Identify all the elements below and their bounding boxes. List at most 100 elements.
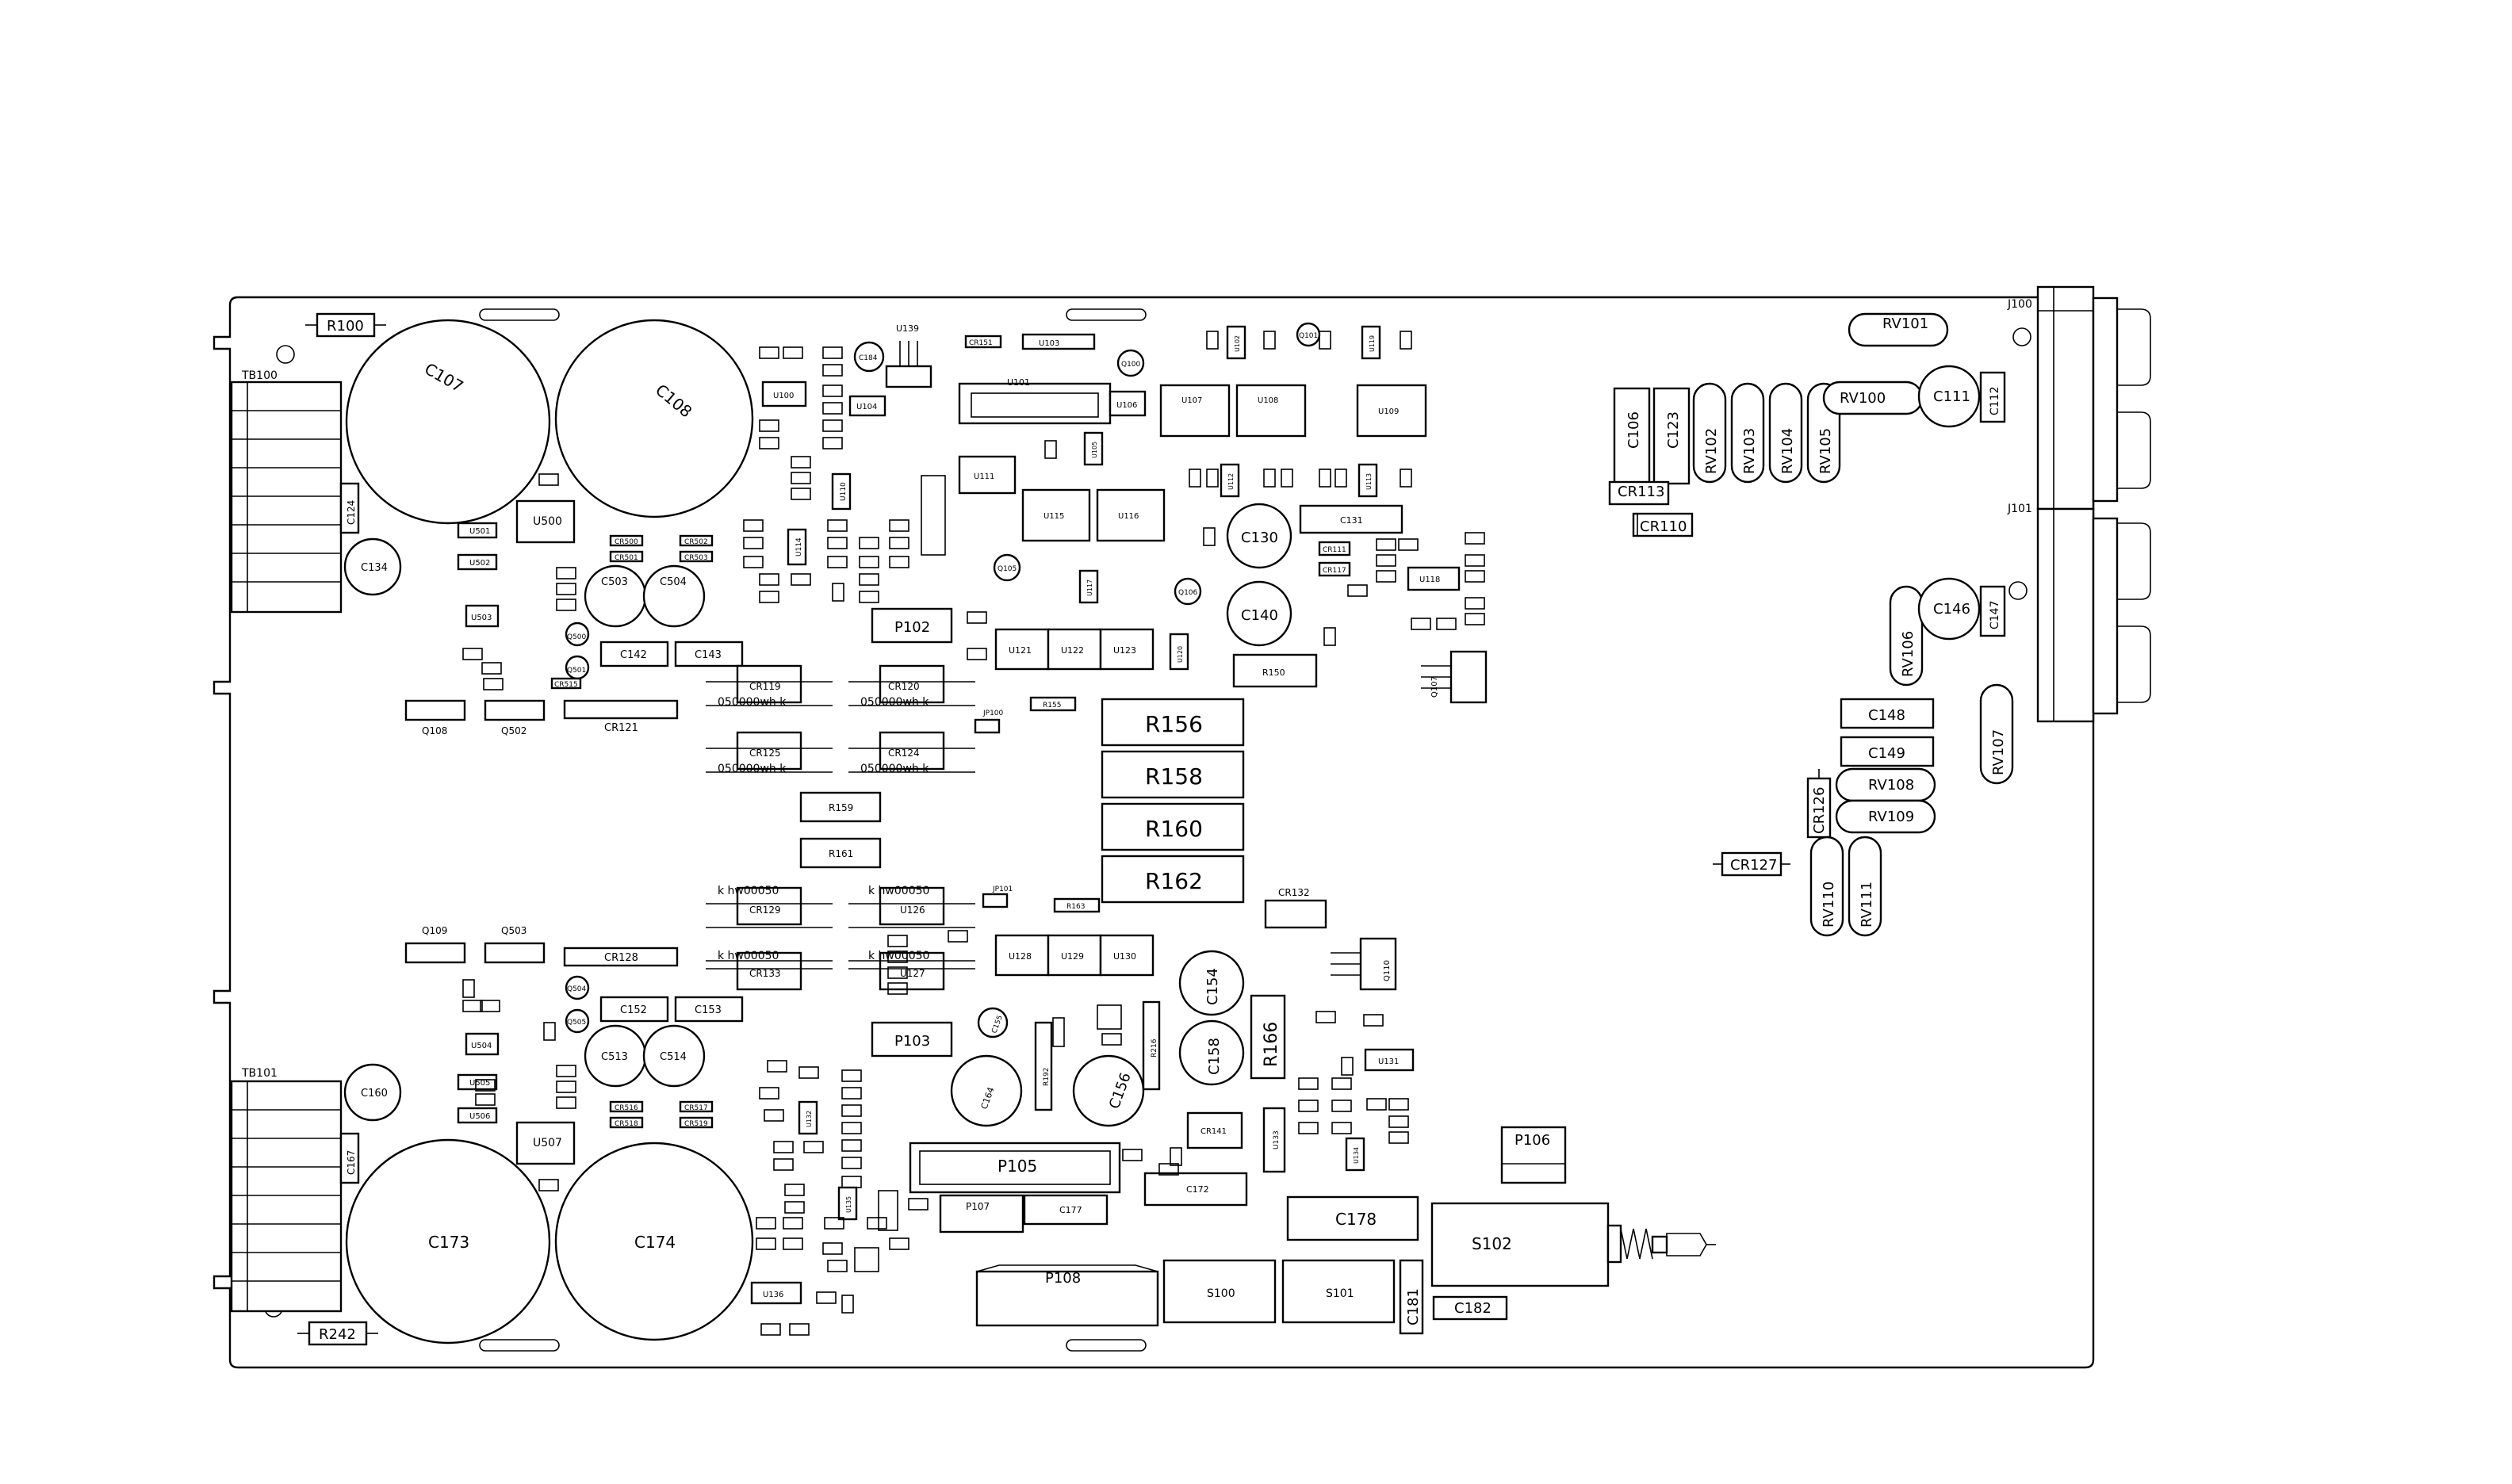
resistor-r161 [799,837,882,869]
trimmer-rv107: RV107 [1979,683,2014,785]
trimmer-rv104: RV104 [1768,382,1803,484]
transistor-q109 [404,942,466,964]
svg-text:CR502: CR502 [684,538,708,546]
svg-text:050000wh k: 050000wh k [860,763,929,775]
svg-text:CR133: CR133 [749,968,781,979]
svg-text:C177: C177 [1059,1205,1082,1215]
svg-text:U111: U111 [974,472,994,481]
svg-text:C148: C148 [1868,707,1905,724]
svg-text:Q106: Q106 [1178,589,1198,597]
ic-u122 [1047,628,1102,671]
capacitor-c130 [1226,503,1292,569]
trimmer-rv106: RV106 [1889,585,1924,687]
capacitor-c123 [1652,387,1691,485]
svg-text:C106: C106 [1626,411,1642,449]
transistor-q107: Q107 [1421,650,1488,704]
svg-text:C154: C154 [1204,968,1221,1005]
resistor-r162: R162 [1101,855,1245,904]
svg-text:C149: C149 [1868,745,1905,762]
diode-cr501: CR501 [609,550,644,563]
svg-text:C158: C158 [1206,1038,1223,1075]
svg-text:RV102: RV102 [1703,428,1720,474]
diode-cr503: CR503 [679,550,714,563]
svg-text:J101: J101 [2007,503,2032,515]
svg-text:S101: S101 [1326,1287,1354,1300]
capacitor-c152 [599,996,669,1023]
capacitor-c167 [339,1132,360,1184]
svg-text:050000wh k: 050000wh k [718,696,787,709]
svg-text:CR518: CR518 [615,1120,638,1128]
svg-text:U108: U108 [1258,396,1278,405]
svg-text:U105: U105 [1091,442,1098,458]
svg-text:U139: U139 [896,323,919,334]
svg-text:C514: C514 [660,1051,687,1063]
svg-text:RV108: RV108 [1868,777,1914,794]
capacitor-c177 [1023,1194,1109,1226]
svg-text:CR126: CR126 [1811,787,1828,834]
transistor-q502 [484,699,546,721]
svg-text:Q504: Q504 [567,985,587,993]
svg-text:RV100: RV100 [1840,390,1886,407]
transistor-q503 [484,942,546,964]
ic-u502 [457,553,498,571]
diode-block-cr129: k hw00050 CR129 [706,885,833,928]
trimmer-rv110: RV110 [1809,836,1844,937]
transistor-q504 [565,975,590,1000]
svg-text:C143: C143 [695,649,722,661]
capacitor-c173: C173 [345,1138,551,1344]
capacitor-c184 [853,341,885,373]
capacitor-c174: C174 [554,1142,754,1341]
svg-text:k hw00050: k hw00050 [718,950,779,962]
capacitor-c514 [642,1024,706,1088]
svg-text:C146: C146 [1933,601,1970,618]
capacitor-c164 [950,1054,1023,1127]
capacitor-c172 [1143,1172,1248,1207]
svg-text:Q500: Q500 [567,633,587,641]
resistor-r156: R156 [1101,698,1245,747]
resistor-r216 [1142,1000,1161,1091]
connector-p105: P105 [909,1142,1121,1194]
diode-cr500: CR500 [609,534,644,547]
switch-s101 [1281,1259,1396,1324]
slot-bottom-left [479,1339,560,1352]
capacitor-c178 [1286,1195,1419,1241]
ic-u114 [787,528,807,566]
diode-cr132 [1264,899,1327,929]
resistor-r150 [1232,653,1318,688]
svg-text:CR132: CR132 [1278,887,1310,898]
svg-text:U120: U120 [1177,646,1184,663]
capacitor-c149 [1840,736,1935,767]
capacitor-c160 [343,1063,402,1122]
switch-s100 [1162,1259,1277,1324]
svg-text:U131: U131 [1378,1058,1399,1066]
ic-u121 [994,628,1050,671]
svg-text:C134: C134 [361,562,388,574]
svg-text:CR120: CR120 [888,681,920,692]
svg-text:U110: U110 [840,482,848,501]
diode-block-u127: k hw00050 U127 [848,950,975,991]
svg-text:R216: R216 [1151,1038,1158,1058]
ic-u131 [1364,1048,1415,1072]
svg-text:U130: U130 [1113,951,1136,962]
capacitor-c106 [1613,387,1651,485]
svg-text:U103: U103 [1039,339,1059,348]
svg-text:U126: U126 [900,905,925,916]
svg-text:U116: U116 [1118,512,1139,521]
jumper-jp101 [982,893,1009,908]
svg-text:C131: C131 [1340,515,1363,526]
svg-text:CR515: CR515 [554,681,578,689]
svg-text:R163: R163 [1066,903,1085,911]
diode-cr128 [563,947,679,967]
ic-u110 [831,472,852,511]
mount-hole-top-left [276,345,295,364]
svg-text:Q505: Q505 [567,1019,586,1027]
svg-text:CR110: CR110 [1640,518,1687,535]
svg-text:R159: R159 [829,802,853,813]
ic-u503 [465,604,500,628]
ic-u111 [958,455,1017,495]
svg-text:U506: U506 [469,1112,490,1121]
capacitor-c158 [1178,1019,1245,1086]
resistor-r166 [1250,994,1286,1080]
diode-cr517: CR517 [679,1100,714,1113]
svg-text:C167: C167 [346,1150,357,1175]
